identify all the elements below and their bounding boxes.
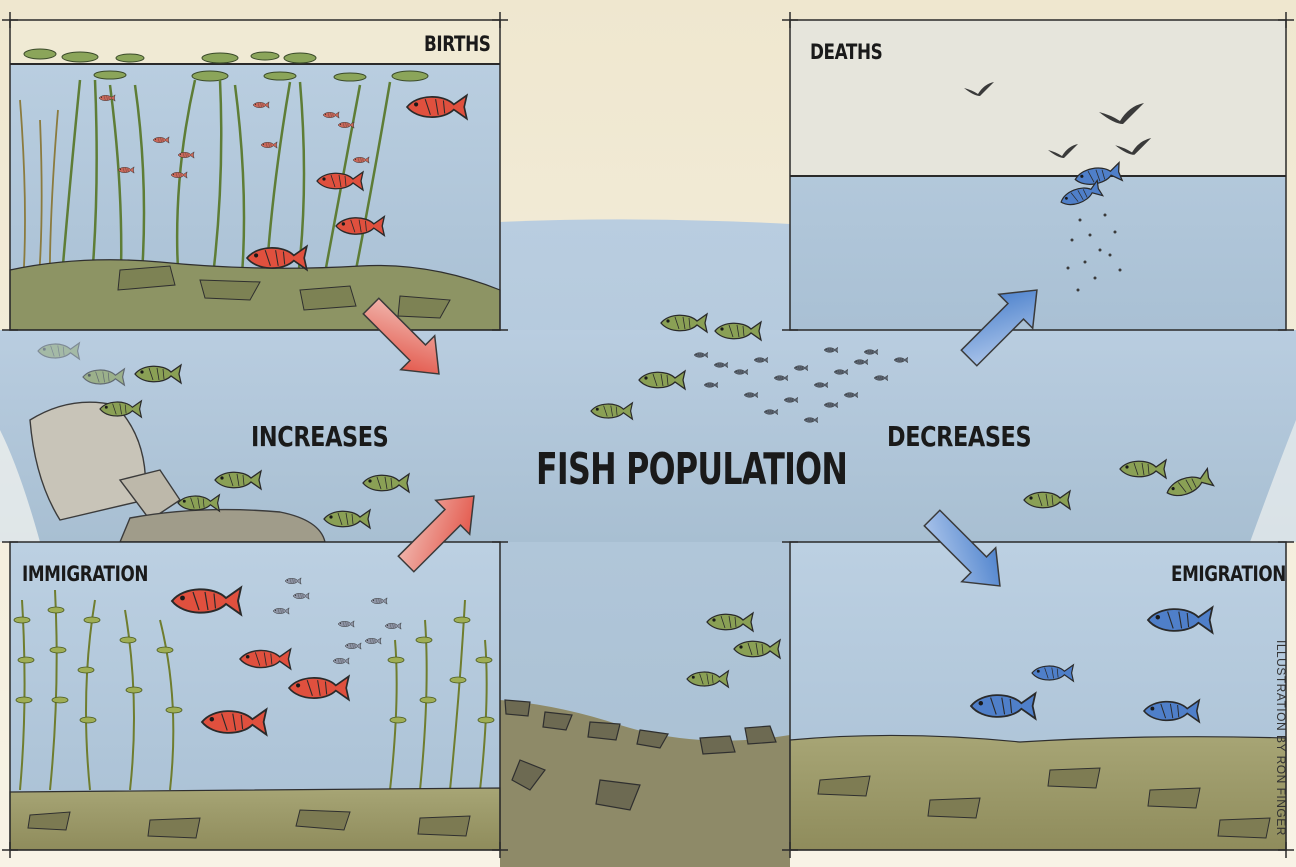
- immigration-label: IMMIGRATION: [22, 562, 148, 586]
- emigration-label: EMIGRATION: [1171, 562, 1286, 586]
- births-panel: [10, 20, 500, 330]
- deaths-panel: [790, 20, 1286, 330]
- page-title: FISH POPULATION: [536, 444, 847, 495]
- immigration-panel: [10, 542, 500, 850]
- deaths-label: DEATHS: [810, 40, 882, 64]
- illustration-credit: ILLUSTRATION BY RON FINGER: [1274, 640, 1288, 836]
- decreases-label: DECREASES: [887, 420, 1031, 453]
- births-bed: [10, 260, 500, 330]
- births-label: BIRTHS: [424, 32, 490, 56]
- emigration-panel: [790, 542, 1286, 850]
- increases-label: INCREASES: [251, 420, 388, 453]
